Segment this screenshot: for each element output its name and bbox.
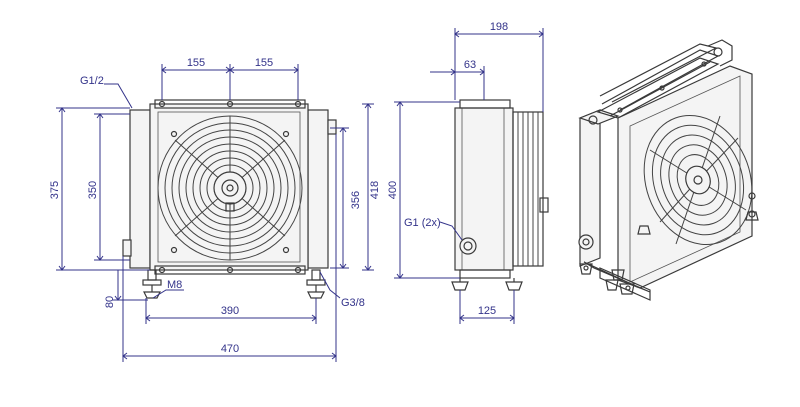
side-motor-nub [539,197,549,213]
left-tank [129,109,151,269]
side-bottom-bar [459,269,511,279]
bolt [294,266,302,274]
callout-m8: M8 [167,279,182,291]
side-dimensions [394,28,544,324]
iso-fan-guard [643,114,753,246]
dim-400: 400 [387,181,399,199]
dim-80: 80 [104,296,116,308]
bolt [158,100,166,108]
side-port-g1 [459,237,477,255]
dim-63: 63 [464,59,476,71]
front-feet [142,269,326,299]
callout-g1: G1 (2x) [404,217,441,229]
right-tank [307,109,329,269]
bolt [294,100,302,108]
front-view [122,99,337,299]
dim-390: 390 [221,305,239,317]
bolt [170,130,178,138]
dim-198: 198 [490,21,508,33]
iso-port [578,234,594,250]
dim-356: 356 [350,191,362,209]
fan-hub [213,171,247,205]
dim-125: 125 [478,305,496,317]
iso-top-rail [596,57,720,119]
bolt [158,266,166,274]
left-port [122,239,132,257]
bolt [282,246,290,254]
fan-grille [157,115,303,261]
dim-155-right: 155 [255,57,273,69]
dim-155-left: 155 [187,57,205,69]
iso-core [617,65,753,289]
front-dimensions [56,64,374,362]
bolt [282,130,290,138]
dim-375: 375 [49,181,61,199]
side-view [451,99,549,291]
dim-470: 470 [221,343,239,355]
bolt [170,246,178,254]
callout-g38: G3/8 [341,297,365,309]
dim-350: 350 [87,181,99,199]
right-port [327,119,337,135]
dim-418: 418 [369,181,381,199]
callout-g12: G1/2 [80,75,104,87]
side-top-bar [459,99,511,109]
isometric-view [578,39,759,301]
bolt [226,266,234,274]
bolt [226,100,234,108]
